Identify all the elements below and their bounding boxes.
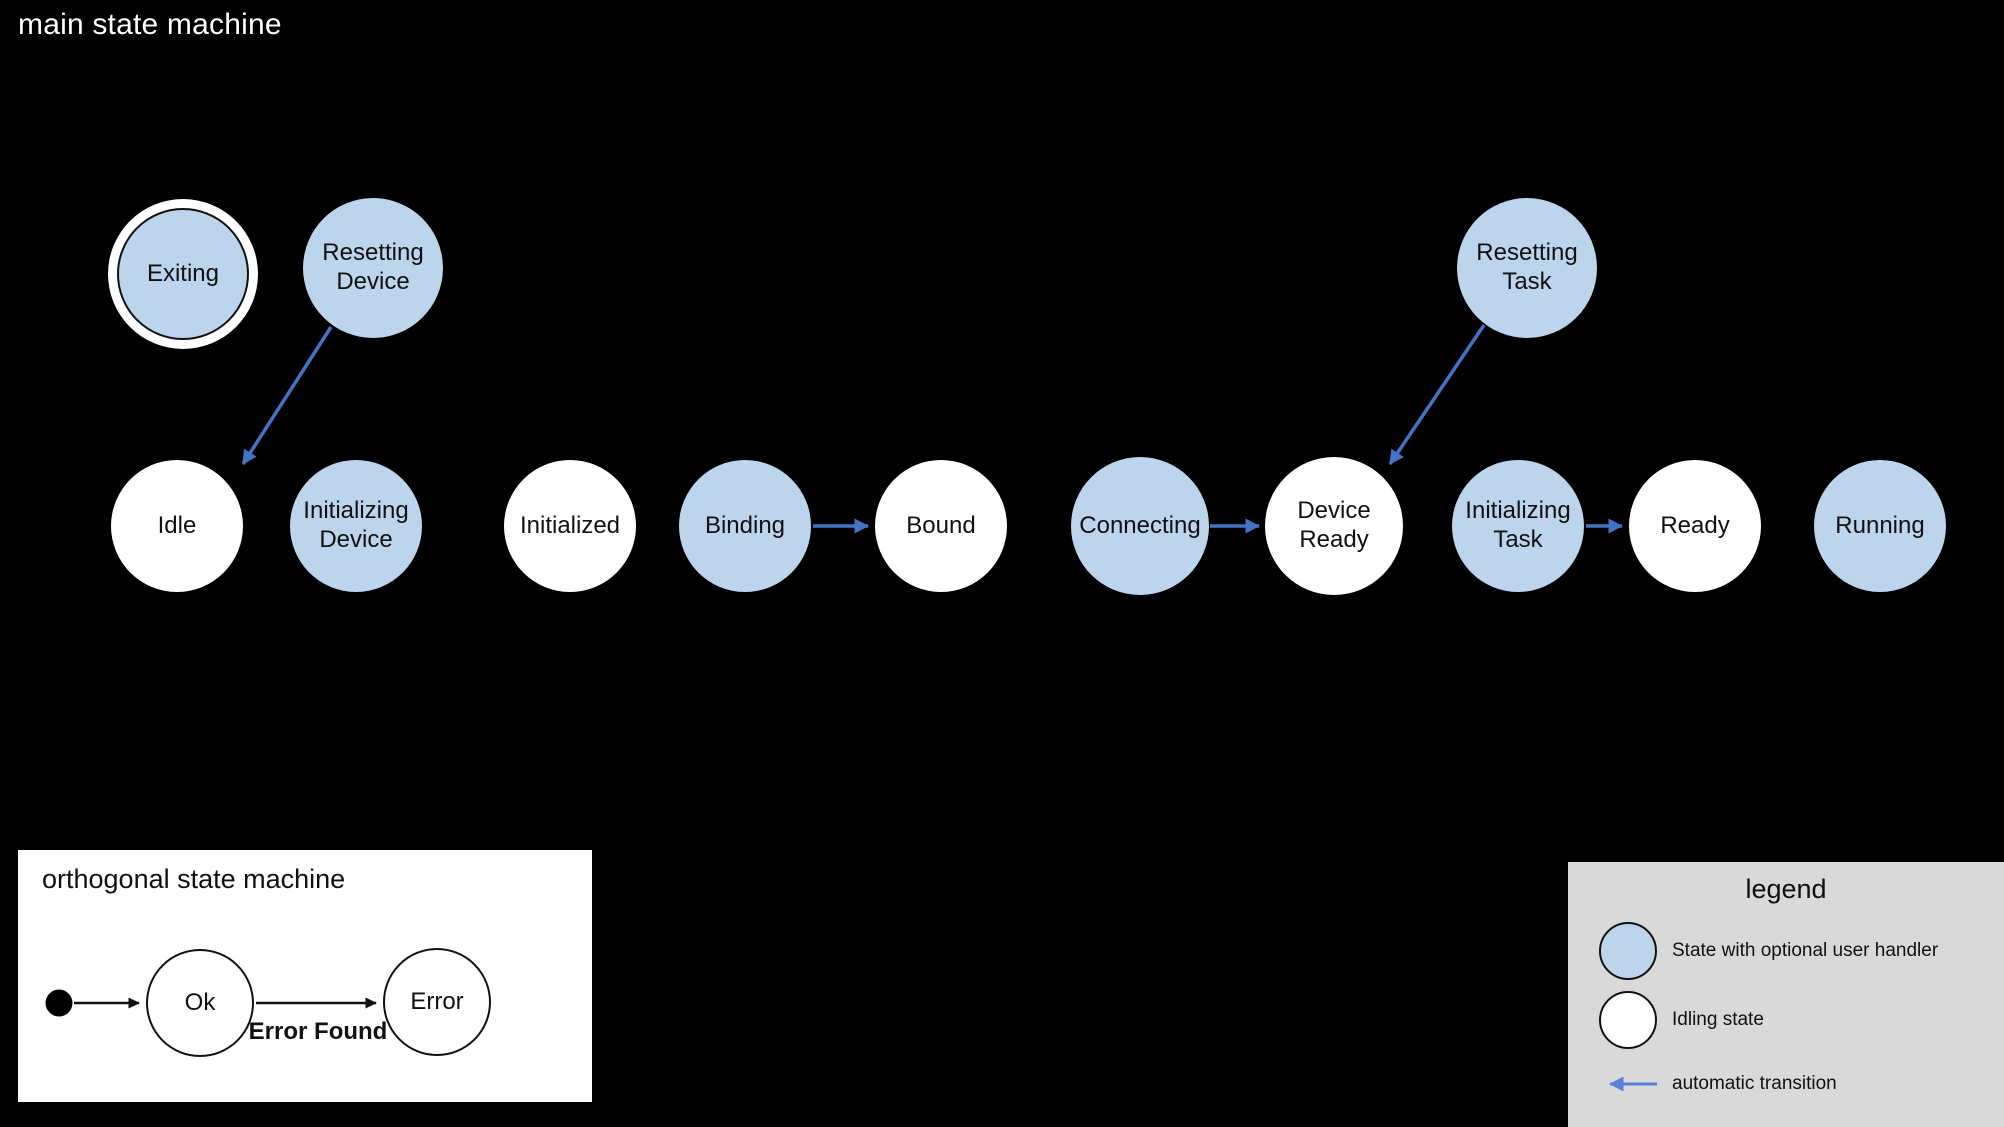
legend-item-label: State with optional user handler — [1672, 940, 1939, 961]
state-label: Exiting — [146, 259, 220, 287]
state-label: Ok — [184, 989, 216, 1016]
state-connecting: Connecting — [1071, 457, 1209, 595]
state-exiting: Exiting — [117, 208, 249, 340]
state-label: Initializing Device — [303, 497, 409, 553]
state-label: Bound — [906, 511, 976, 539]
state-initialized: Initialized — [504, 460, 636, 592]
state-ok: Ok — [146, 949, 254, 1057]
state-label: Resetting Device — [322, 239, 424, 295]
state-device-ready: Device Ready — [1265, 457, 1403, 595]
legend-item-label: Idling state — [1672, 1009, 1764, 1030]
state-binding: Binding — [679, 460, 811, 592]
state-label: Running — [1835, 511, 1925, 539]
state-running: Running — [1814, 460, 1946, 592]
state-label: Connecting — [1079, 511, 1201, 539]
legend-title: legend — [1745, 874, 1827, 904]
state-bound: Bound — [875, 460, 1007, 592]
state-label: Initializing Task — [1465, 497, 1571, 553]
state-ready: Ready — [1629, 460, 1761, 592]
legend-panel: legend State with optional user handler … — [1568, 862, 2004, 1127]
state-initializing-device: Initializing Device — [290, 460, 422, 592]
state-initializing-task: Initializing Task — [1452, 460, 1584, 592]
arrow-resetting-task-to-device-ready — [1388, 324, 1486, 465]
state-error: Error — [383, 948, 491, 1056]
orthogonal-diagram-title: orthogonal state machine — [42, 864, 346, 894]
user-handler-state-swatch-icon — [1599, 922, 1657, 980]
state-label: Device Ready — [1297, 497, 1371, 553]
idling-state-swatch-icon — [1599, 991, 1657, 1049]
arrow-resetting-device-to-idle — [241, 326, 333, 465]
orthogonal-state-machine-panel: orthogonal state machine Ok Error Error … — [18, 850, 592, 1102]
state-resetting-task: Resetting Task — [1457, 198, 1597, 338]
main-diagram-title: main state machine — [18, 8, 282, 41]
state-label: Idle — [157, 511, 197, 539]
state-label: Resetting Task — [1476, 239, 1578, 295]
state-label: Ready — [1660, 511, 1730, 539]
state-label: Initialized — [519, 511, 621, 539]
initial-state-dot — [45, 989, 73, 1017]
transition-label-error-found: Error Found — [248, 1018, 388, 1045]
state-resetting-device: Resetting Device — [303, 198, 443, 338]
state-label: Binding — [704, 511, 786, 539]
state-idle: Idle — [111, 460, 243, 592]
legend-item-label: automatic transition — [1672, 1073, 1837, 1094]
state-label: Error — [410, 988, 464, 1015]
